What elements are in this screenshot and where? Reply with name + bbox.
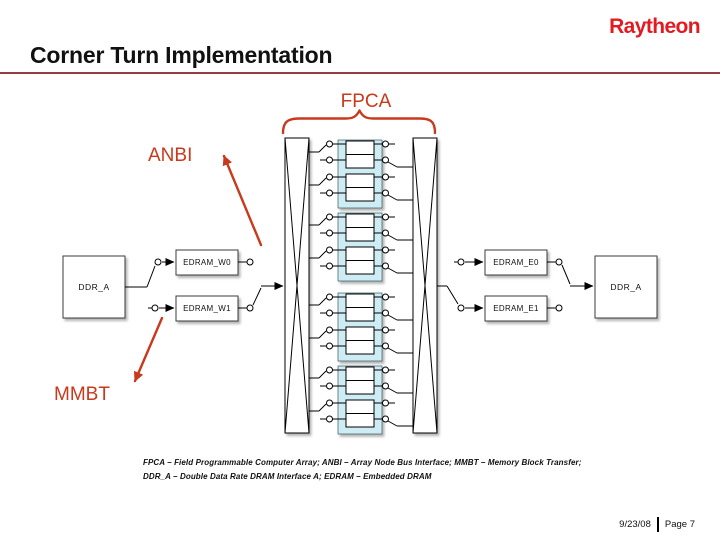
- footnote-line-2: DDR_A – Double Data Rate DRAM Interface …: [143, 472, 432, 481]
- edram-e1-label: EDRAM_E1: [493, 304, 539, 313]
- west-memory-path: DDR_A EDRAM_W0 EDRAM_W1: [62, 249, 284, 322]
- fpca-brace: [281, 109, 437, 135]
- fpca-block: [309, 140, 413, 208]
- fpca-block: [309, 213, 413, 281]
- edram-e1-box: [484, 295, 548, 322]
- mmbt-callout-label: MMBT: [54, 384, 110, 405]
- slide-title: Corner Turn Implementation: [30, 42, 333, 68]
- title-underline: [0, 72, 720, 74]
- page-footer: 9/23/08 Page 7: [619, 515, 695, 533]
- edram-w1-label: EDRAM_W1: [183, 304, 231, 313]
- mmbt-callout-arrow: [133, 316, 164, 383]
- left-crossbar: [284, 137, 310, 434]
- ddr-a-right-box: [594, 255, 658, 319]
- fpca-block: [309, 293, 413, 361]
- right-crossbar: [412, 137, 438, 434]
- fpca-block-column: [309, 140, 413, 434]
- ddr-a-right-label: DDR_A: [610, 282, 641, 292]
- footnote-line-1: FPCA – Field Programmable Computer Array…: [143, 458, 582, 467]
- ddr-a-left-box: [62, 255, 126, 319]
- callouts: FPCA ANBI MMBT: [54, 91, 437, 405]
- edram-e0-box: [484, 249, 548, 276]
- ddr-a-left-label: DDR_A: [78, 282, 109, 292]
- edram-w1-box: [175, 295, 239, 322]
- edram-e0-label: EDRAM_E0: [493, 258, 539, 267]
- east-memory-path: EDRAM_E1 EDRAM_E0 DDR_A: [437, 249, 658, 322]
- fpca-callout-label: FPCA: [341, 91, 392, 112]
- anbi-callout-arrow: [222, 154, 263, 247]
- raytheon-logo: Raytheon: [609, 15, 700, 38]
- anbi-callout-label: ANBI: [148, 145, 192, 166]
- footer-date: 9/23/08: [619, 518, 651, 530]
- acronym-footnote: FPCA – Field Programmable Computer Array…: [143, 456, 613, 484]
- footer-divider: [656, 516, 659, 532]
- footer-page-number: Page 7: [664, 518, 695, 530]
- edram-w0-label: EDRAM_W0: [183, 258, 231, 267]
- edram-w0-box: [175, 249, 239, 276]
- fpca-block: [309, 366, 413, 434]
